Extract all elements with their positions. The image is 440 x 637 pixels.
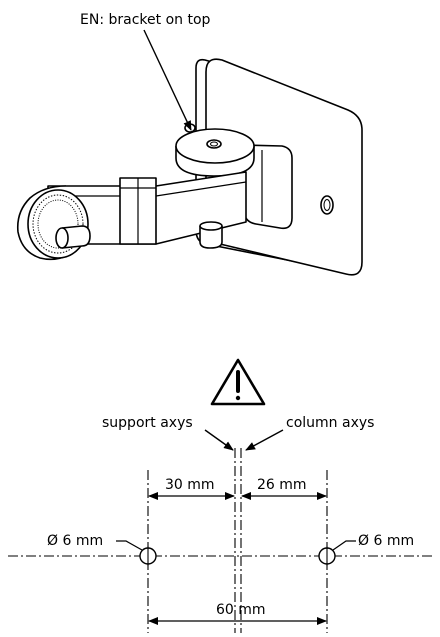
left-offset-label: 30 mm [165, 477, 215, 493]
column-axis-label: column axys [286, 415, 374, 431]
left-hole-label: Ø 6 mm [47, 533, 103, 549]
left-hole-leader [116, 540, 143, 551]
right-hole-label: Ø 6 mm [358, 533, 414, 549]
callout-arrow [143, 29, 192, 131]
axle-pin [61, 225, 91, 249]
warning-triangle-icon [210, 358, 266, 406]
column-axis-leader [245, 429, 284, 451]
bracket-callout-label: EN: bracket on top [80, 12, 211, 28]
support-axis-label: support axys [102, 415, 193, 431]
support-axis-leader [204, 429, 234, 451]
lower-pin [199, 226, 223, 249]
right-offset-label: 26 mm [257, 477, 307, 493]
total-span-label: 60 mm [216, 602, 266, 618]
right-hole-leader [332, 540, 356, 551]
bracket-illustration [16, 58, 363, 276]
